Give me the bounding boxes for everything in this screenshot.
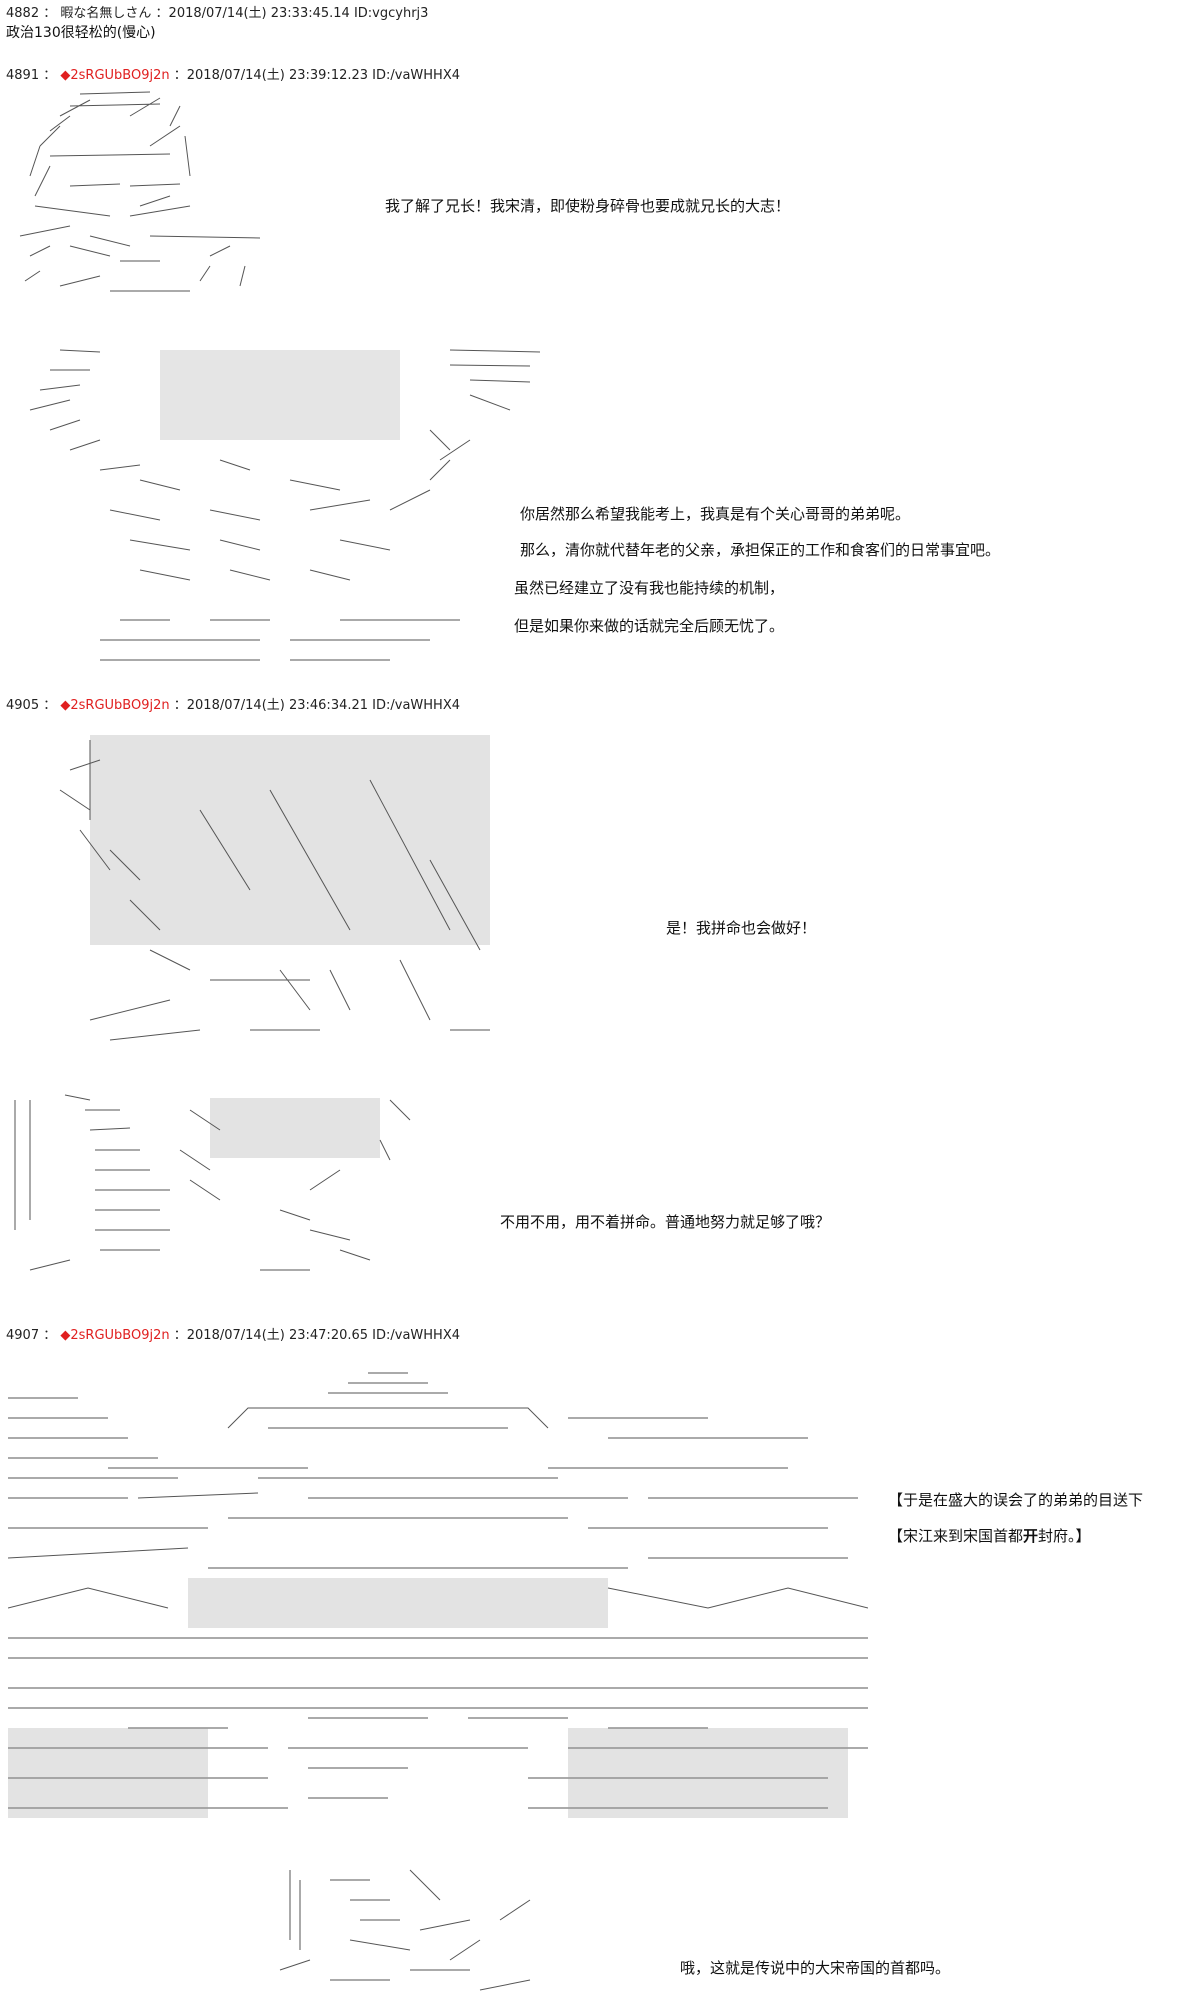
post-separator: ：	[43, 68, 57, 83]
ascii-art-palace	[8, 1368, 868, 1828]
ascii-art-character-1	[10, 86, 270, 306]
ascii-art-character-5	[270, 1860, 570, 2000]
dialog-line: 那么，清你就代替年老的父亲，承担保正的工作和食客们的日常事宜吧。	[520, 541, 1001, 559]
post-number: 4891	[6, 68, 40, 83]
dialog-line: 虽然已经建立了没有我也能持续的机制，	[514, 579, 785, 597]
post-header-4907: 4907 ： ◆2sRGUbBO9j2n ：2018/07/14(土) 23:4…	[6, 1328, 460, 1344]
dialog-segment: 封府。】	[1038, 1527, 1091, 1545]
ascii-art-character-4	[10, 1090, 430, 1290]
post-header-4891: 4891 ： ◆2sRGUbBO9j2n ：2018/07/14(土) 23:3…	[6, 68, 460, 84]
dialog-line: 【宋江来到宋国首都开封府。】	[888, 1526, 1091, 1546]
poster-trip: ◆2sRGUbBO9j2n	[60, 1328, 170, 1343]
post-header-4882: 4882 ： 暇な名無しさん ：2018/07/14(土) 23:33:45.1…	[6, 6, 428, 22]
dialog-line: 不用不用，用不着拼命。普通地努力就足够了哦？	[500, 1213, 831, 1231]
dialog-line: 你居然那么希望我能考上，我真是有个关心哥哥的弟弟呢。	[520, 505, 911, 523]
post-number: 4882	[6, 6, 40, 21]
poster-trip: ◆2sRGUbBO9j2n	[60, 68, 170, 83]
poster-trip: ◆2sRGUbBO9j2n	[60, 698, 170, 713]
dialog-line: 【于是在盛大的误会了的弟弟的目送下	[888, 1491, 1144, 1509]
dialog-line: 是！我拼命也会做好！	[666, 919, 817, 937]
post-separator: ：	[43, 6, 57, 21]
post-datetime: ：2018/07/14(土) 23:47:20.65 ID:/vaWHHX4	[173, 1328, 461, 1343]
poster-name: 暇な名無しさん	[60, 6, 152, 21]
dialog-segment: 【宋江来到宋国首都	[888, 1527, 1024, 1545]
post-datetime: ：2018/07/14(土) 23:39:12.23 ID:/vaWHHX4	[173, 68, 461, 83]
post-body-4882: 政治130很轻松的(慢心)	[6, 25, 156, 41]
ascii-art-character-3	[50, 730, 540, 1050]
ascii-art-character-2	[10, 340, 550, 680]
post-separator: ：	[43, 698, 57, 713]
dialog-line: 但是如果你来做的话就完全后顾无忧了。	[514, 617, 785, 635]
post-datetime: ：2018/07/14(土) 23:33:45.14 ID:vgcyhrj3	[155, 6, 429, 21]
post-separator: ：	[43, 1328, 57, 1343]
post-datetime: ：2018/07/14(土) 23:46:34.21 ID:/vaWHHX4	[173, 698, 461, 713]
dialog-bold-character: 开	[1023, 1527, 1039, 1545]
dialog-line: 我了解了兄长！我宋清，即使粉身碎骨也要成就兄长的大志！	[385, 197, 791, 215]
post-number: 4907	[6, 1328, 40, 1343]
dialog-line: 哦，这就是传说中的大宋帝国的首都吗。	[680, 1959, 951, 1977]
post-header-4905: 4905 ： ◆2sRGUbBO9j2n ：2018/07/14(土) 23:4…	[6, 698, 460, 714]
post-number: 4905	[6, 698, 40, 713]
